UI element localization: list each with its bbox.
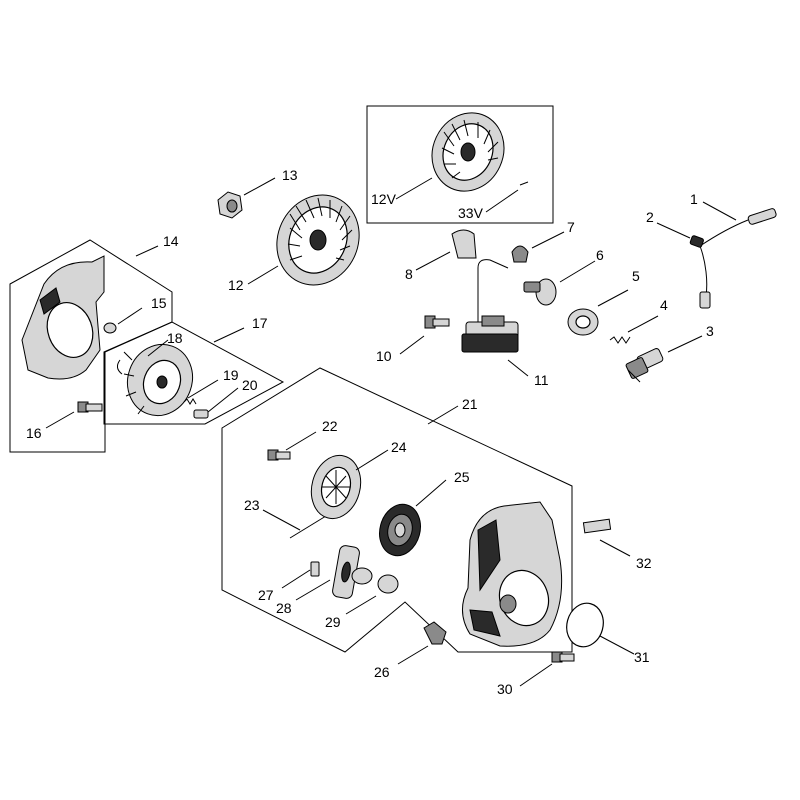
part-flywheel-12v: [431, 112, 505, 192]
callout-20: 20: [242, 377, 258, 393]
inset-box-12v-33v: [366, 105, 554, 224]
callout-7: 7: [567, 219, 575, 235]
part-recoil-spring-25: [379, 503, 421, 557]
part-pawl-20: [193, 409, 209, 419]
part-plug-cap: [523, 278, 557, 306]
callout-11: 11: [534, 372, 549, 388]
part-bolt-10: [424, 315, 450, 329]
callout-12v: 12V: [371, 191, 397, 207]
part-washer-15: [103, 322, 117, 334]
callout-31: 31: [634, 649, 650, 665]
part-disc-31: [566, 602, 604, 648]
part-clip: [451, 229, 477, 259]
part-grommet: [689, 235, 704, 248]
callout-26: 26: [374, 664, 390, 680]
callout-22: 22: [322, 418, 338, 434]
part-screw-30: [551, 651, 575, 663]
part-spark-plug: [625, 348, 664, 383]
callout-23: 23: [244, 497, 260, 513]
part-nut-13: [217, 191, 243, 219]
callout-17: 17: [252, 315, 268, 331]
callout-3: 3: [706, 323, 714, 339]
callout-15: 15: [151, 295, 167, 311]
part-clip-ring-18: [116, 359, 123, 375]
part-label-32: [582, 518, 612, 534]
callout-2: 2: [646, 209, 654, 225]
callout-19: 19: [223, 367, 239, 383]
callout-12: 12: [228, 277, 244, 293]
callout-4: 4: [660, 297, 668, 313]
callout-8: 8: [405, 266, 413, 282]
part-wire-lead: [699, 208, 777, 309]
callout-6: 6: [596, 247, 604, 263]
part-ignition-coil: [461, 259, 519, 353]
part-flywheel: [276, 194, 360, 286]
part-reel-24: [310, 454, 362, 520]
part-starter-housing: [462, 501, 563, 647]
callout-28: 28: [276, 600, 292, 616]
part-screw-16: [77, 401, 103, 413]
part-handle-28: [332, 545, 373, 599]
callout-13: 13: [282, 167, 298, 183]
callout-1: 1: [690, 191, 698, 207]
part-small-cap: [511, 245, 529, 263]
part-rope-23: [289, 515, 327, 539]
part-screw-22: [267, 449, 291, 461]
part-clip-26: [423, 621, 447, 645]
part-retainer-27: [310, 561, 320, 577]
callout-29: 29: [325, 614, 341, 630]
group-outline-21: [221, 367, 573, 653]
callout-16: 16: [26, 425, 42, 441]
callout-14: 14: [163, 233, 179, 249]
part-spring: [609, 336, 631, 344]
callout-18: 18: [167, 330, 183, 346]
callout-25: 25: [454, 469, 470, 485]
callout-30: 30: [497, 681, 513, 697]
part-spring-19: [183, 398, 197, 405]
callout-5: 5: [632, 268, 640, 284]
part-shroud: [21, 255, 105, 380]
callout-10: 10: [376, 348, 392, 364]
callout-33v: 33V: [458, 205, 484, 221]
callout-32: 32: [636, 555, 652, 571]
callout-24: 24: [391, 439, 407, 455]
part-washer: [567, 308, 599, 336]
leader-lines: [45, 177, 737, 687]
part-ring-29: [377, 574, 399, 594]
callout-27: 27: [258, 587, 274, 603]
part-key-33v: [519, 181, 529, 186]
callout-21: 21: [462, 396, 478, 412]
part-pulley-17: [123, 343, 193, 417]
group-outline-17: [103, 321, 285, 425]
